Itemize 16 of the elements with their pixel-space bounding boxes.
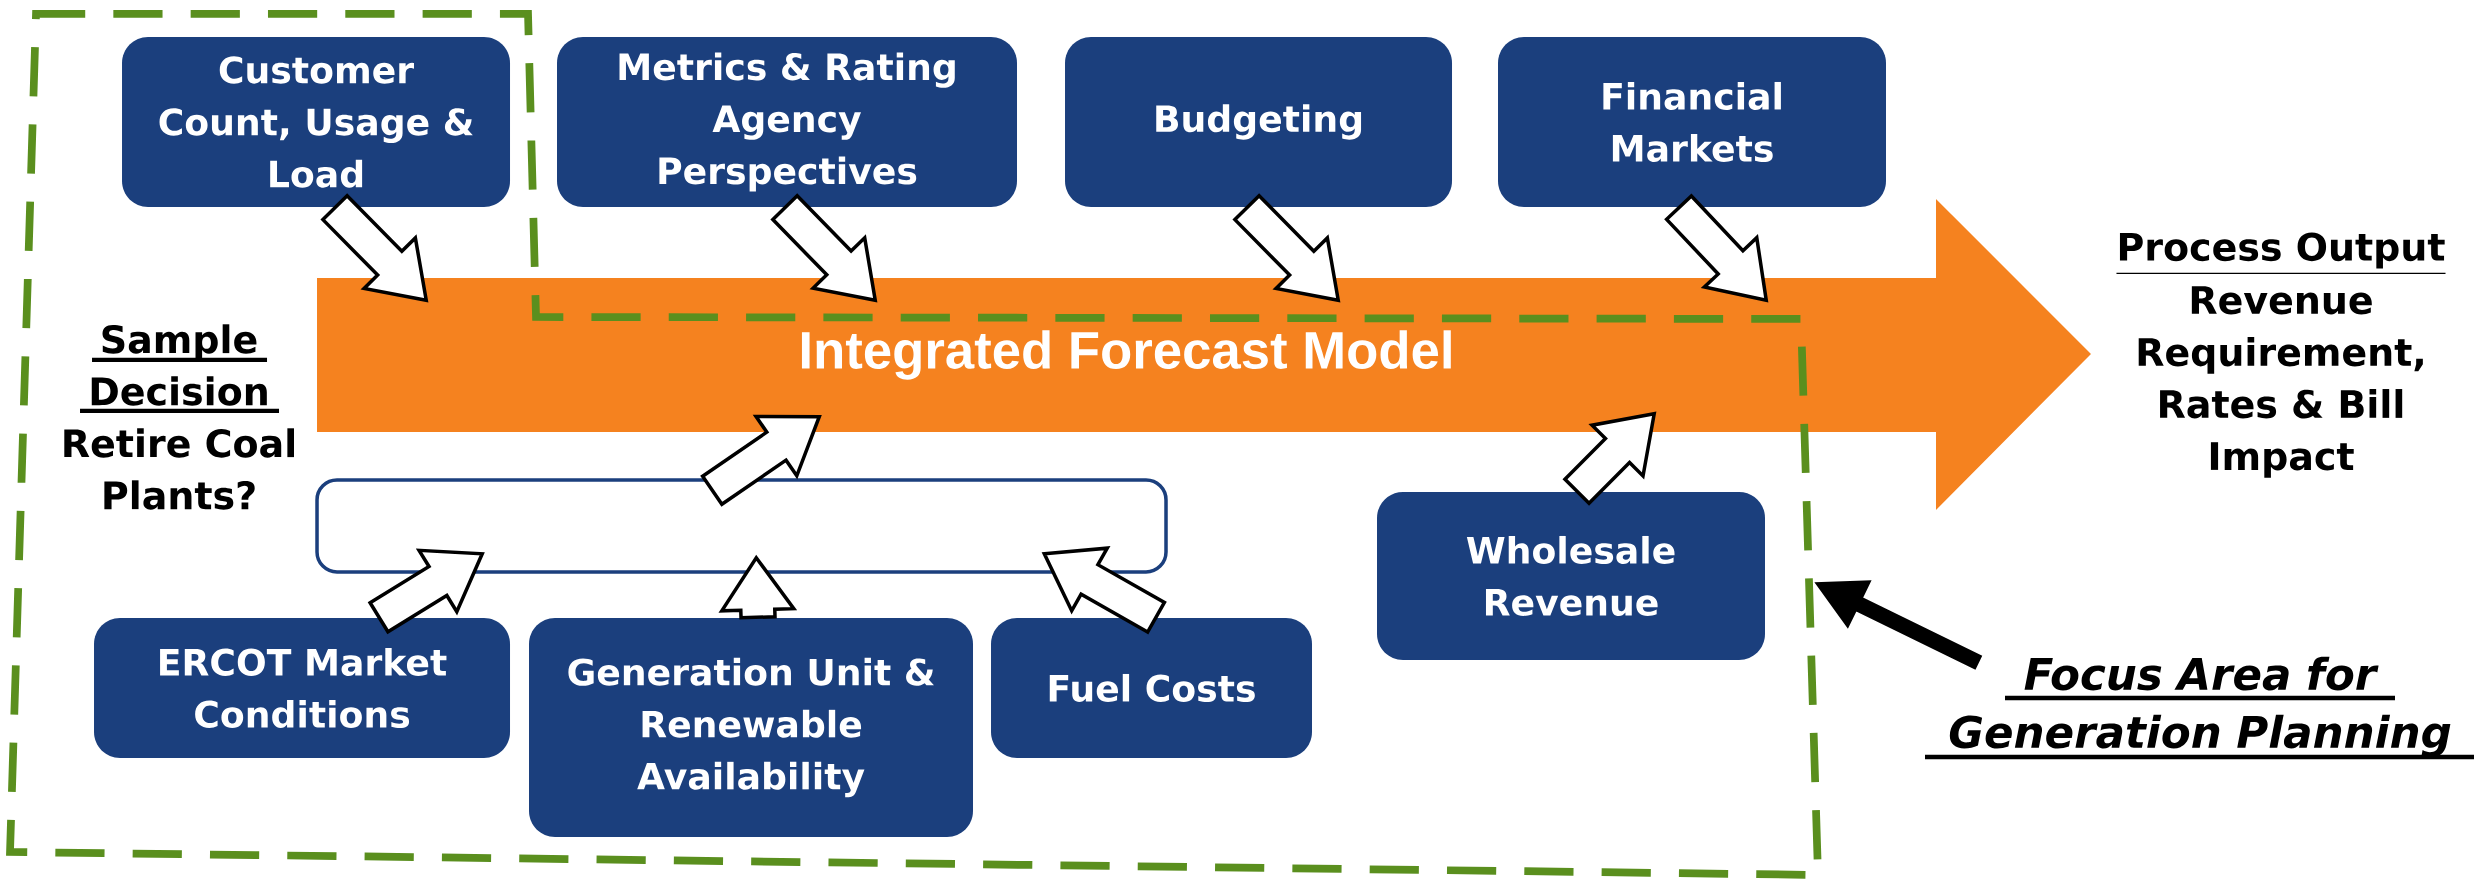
heading-text: Sample Decision <box>80 324 279 414</box>
body-text: Retire Coal Plants? <box>64 428 294 510</box>
focus-area-outline <box>6 10 1822 879</box>
body-text: Revenue Requirement, Rates & Bill Impact <box>2138 286 2423 478</box>
process-box: Generation Unit & Renewable Availability <box>529 618 973 837</box>
empty-box <box>315 478 1168 574</box>
process-box: Budgeting <box>1065 37 1452 207</box>
process-box: Fuel Costs <box>991 618 1312 758</box>
process-box: ERCOT Market Conditions <box>94 618 510 758</box>
process-box: Financial Markets <box>1498 37 1886 207</box>
callout-text: Focus Area for Generation Planning <box>1925 656 2474 760</box>
heading-text: Process Output <box>2115 232 2447 275</box>
process-box: Customer Count, Usage & Load <box>122 37 510 207</box>
block-arrow <box>718 554 798 620</box>
process-box: Wholesale Revenue <box>1377 492 1765 660</box>
process-box: Metrics & Rating Agency Perspectives <box>557 37 1017 207</box>
